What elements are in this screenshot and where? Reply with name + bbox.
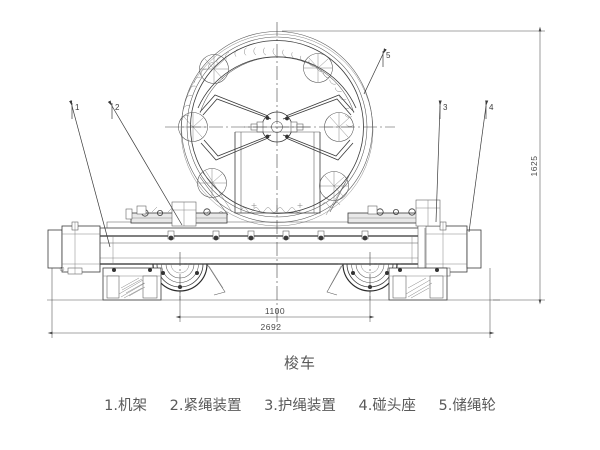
wheel-assembly-left bbox=[102, 252, 226, 301]
legend-name-3: 护绳装置 bbox=[277, 398, 336, 414]
drawing-title: 梭车 bbox=[283, 354, 316, 372]
legend-item-3: 3.护绳装置 bbox=[264, 394, 336, 415]
dimension-wheelbase-value: 1100 bbox=[265, 306, 285, 316]
rope-tensioning-device-right bbox=[347, 199, 441, 227]
center-lines bbox=[165, 22, 395, 330]
dimension-wheelbase: 1100 bbox=[175, 290, 375, 322]
dimension-overall-length-value: 2692 bbox=[261, 322, 282, 332]
drum-lightening-holes bbox=[178, 53, 354, 201]
leader-line-2 bbox=[107, 100, 183, 226]
axle-housing-right bbox=[388, 267, 448, 301]
drum-rope-scallops bbox=[181, 47, 354, 127]
legend-num-3: 3. bbox=[264, 398, 278, 414]
rope-storage-drum bbox=[178, 31, 374, 227]
axle-housing-left bbox=[102, 267, 162, 301]
rope-tensioning-device-left bbox=[125, 201, 228, 227]
legend-name-2: 紧绳装置 bbox=[183, 398, 242, 414]
legend-item-2: 2.紧绳装置 bbox=[170, 394, 242, 415]
legend-num-1: 1. bbox=[104, 398, 119, 414]
bumper-seat-left bbox=[47, 221, 101, 275]
callout-label-4: 4 bbox=[489, 103, 494, 112]
legend-item-1: 1.机架 bbox=[104, 394, 147, 415]
callout-label-2: 2 bbox=[115, 103, 120, 112]
leader-line-3 bbox=[435, 100, 442, 223]
drum-support-housing bbox=[234, 131, 321, 214]
dimension-overall-height: 1625 bbox=[282, 26, 545, 305]
legend-num-5: 5. bbox=[438, 398, 453, 414]
legend-row: 1.机架 2.紧绳装置 3.护绳装置 4.碰头座 5.储绳轮 bbox=[0, 394, 600, 415]
dimension-overall-length: 2692 bbox=[47, 268, 495, 338]
callout-label-5: 5 bbox=[386, 51, 391, 60]
legend-num-2: 2. bbox=[169, 398, 184, 414]
leader-line-5 bbox=[363, 48, 387, 95]
callout-label-1: 1 bbox=[75, 103, 80, 112]
legend-name-1: 机架 bbox=[118, 398, 148, 414]
tensioner-right-rollers bbox=[376, 208, 416, 216]
leader-line-4 bbox=[468, 100, 489, 233]
rope-guard-device bbox=[167, 230, 369, 241]
callout-leaders: 1 2 3 4 5 bbox=[69, 48, 494, 248]
legend-item-5: 5.储绳轮 bbox=[438, 394, 495, 415]
legend-item-4: 4.碰头座 bbox=[359, 394, 416, 415]
callout-label-3: 3 bbox=[443, 103, 448, 112]
legend-name-5: 储绳轮 bbox=[452, 398, 496, 414]
legend-num-4: 4. bbox=[358, 398, 373, 414]
legend-name-4: 碰头座 bbox=[372, 398, 416, 414]
dimension-overall-height-value: 1625 bbox=[529, 156, 539, 177]
leader-line-1 bbox=[69, 100, 111, 248]
drum-spokes bbox=[199, 94, 355, 161]
